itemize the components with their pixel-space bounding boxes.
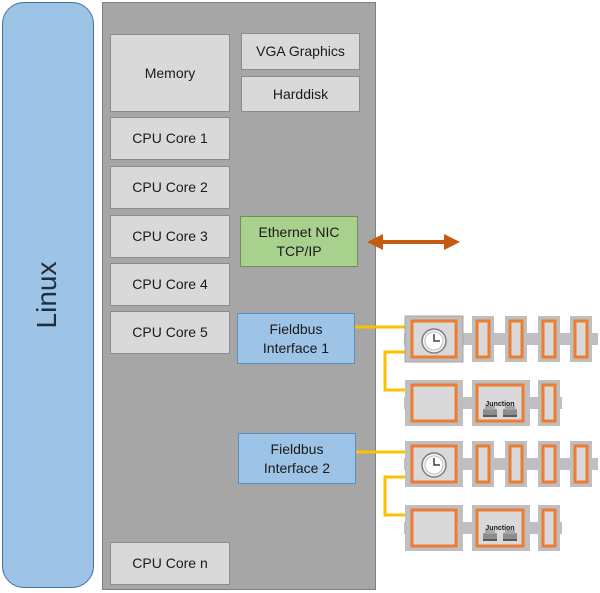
cpu-core-3-label: CPU Core 3 <box>132 228 208 245</box>
cpu-core-3-box: CPU Core 3 <box>110 215 230 258</box>
coupler-module-frame <box>410 508 458 548</box>
cpu-core-4-box: CPU Core 4 <box>110 263 230 306</box>
fieldbus-interface-1-line1: Fieldbus <box>269 320 323 337</box>
fieldbus-interface-1-line2: Interface 1 <box>262 339 330 356</box>
cpu-core-4-label: CPU Core 4 <box>132 276 208 293</box>
io-module-frame <box>573 444 589 484</box>
junction-label: Junction <box>485 401 514 408</box>
io-module-rail-4: Junction <box>404 505 562 551</box>
fieldbus-interface-1-box: Fieldbus Interface 1 <box>237 313 355 364</box>
ethernet-nic-line2: TCP/IP <box>276 242 322 259</box>
bus-cable-2-link <box>383 475 405 517</box>
io-module-frame <box>475 319 491 359</box>
clock-icon <box>421 328 447 354</box>
io-module-frame <box>541 383 557 423</box>
io-module-frame <box>508 444 524 484</box>
io-module-frame <box>541 508 557 548</box>
clock-icon <box>421 452 447 478</box>
cpu-core-n-box: CPU Core n <box>110 542 230 585</box>
io-module-rail-2: Junction <box>404 380 562 426</box>
junction-icon <box>503 530 517 541</box>
cpu-core-5-label: CPU Core 5 <box>132 324 208 341</box>
junction-icon <box>483 406 497 417</box>
cpu-core-1-label: CPU Core 1 <box>132 130 208 147</box>
harddisk-label: Harddisk <box>272 85 329 102</box>
vga-graphics-box: VGA Graphics <box>241 33 360 70</box>
ethernet-nic-line1: Ethernet NIC <box>258 223 340 240</box>
cpu-core-1-box: CPU Core 1 <box>110 117 230 160</box>
io-module-frame <box>475 444 491 484</box>
bus-cable-1-link <box>383 350 405 392</box>
io-module-rail-3 <box>404 441 598 487</box>
fieldbus-interface-2-line2: Interface 2 <box>263 459 331 476</box>
double-headed-arrow-icon <box>367 234 460 250</box>
junction-icon <box>503 406 517 417</box>
coupler-module-frame <box>410 383 458 423</box>
io-module-rail-1 <box>404 315 598 363</box>
cpu-core-n-label: CPU Core n <box>132 555 208 572</box>
io-module-frame <box>508 319 524 359</box>
cpu-core-2-box: CPU Core 2 <box>110 166 230 209</box>
fieldbus-interface-2-box: Fieldbus Interface 2 <box>238 433 356 484</box>
junction-label: Junction <box>485 525 514 532</box>
io-module-frame <box>541 319 557 359</box>
cpu-core-2-label: CPU Core 2 <box>132 179 208 196</box>
junction-icon <box>483 530 497 541</box>
harddisk-box: Harddisk <box>241 76 360 112</box>
io-module-frame <box>573 319 589 359</box>
fieldbus-interface-2-line1: Fieldbus <box>270 440 324 457</box>
memory-label: Memory <box>144 64 196 81</box>
linux-panel <box>2 2 94 588</box>
vga-graphics-label: VGA Graphics <box>256 43 345 60</box>
ethernet-nic-box: Ethernet NIC TCP/IP <box>240 216 358 267</box>
cpu-core-5-box: CPU Core 5 <box>110 311 230 354</box>
io-module-frame <box>541 444 557 484</box>
memory-box: Memory <box>110 34 230 112</box>
